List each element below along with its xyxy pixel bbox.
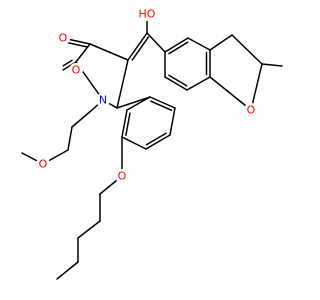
bond-a5-a6-double (125, 112, 131, 136)
bond-c2-o2-double (62, 59, 73, 67)
bond-b1-b2 (164, 37, 189, 53)
bond-c5-a1 (116, 96, 151, 109)
bond-b5-b6-double (168, 74, 188, 87)
hydroxyl-group: HO (138, 7, 156, 21)
bond-c3-c4 (89, 43, 129, 61)
hydroxyl-label: HO (139, 8, 156, 21)
bond-b4-b5 (186, 76, 211, 91)
furan-oxygen: O (244, 103, 258, 117)
bond-a6-a1 (126, 96, 151, 111)
nitrogen-label: N (99, 94, 107, 107)
ether-oxygen: O (115, 169, 129, 183)
bond-c2-o2 (62, 61, 77, 71)
bond-b1-b2-double (168, 41, 189, 55)
bond-c4-ca-double (131, 36, 150, 61)
bond-n1-n2 (71, 109, 93, 128)
bond-a2-a3 (169, 107, 176, 136)
bond-f2-me (261, 63, 283, 67)
bond-c4-ca (127, 32, 148, 61)
bond-p2-p3 (77, 220, 101, 239)
ether-oxygen-label: O (118, 170, 127, 183)
ketone-oxygen: O (56, 31, 70, 45)
bond-lines (21, 13, 283, 280)
methoxy-oxygen: O (36, 157, 50, 171)
bond-p4-p5 (56, 261, 79, 280)
bond-c3-c2 (75, 43, 91, 63)
bond-f3-f2 (231, 34, 263, 65)
bond-a3-a4-double (145, 132, 167, 146)
bond-o1-c3-double (63, 41, 88, 48)
bond-a1-a2-double (150, 100, 173, 111)
bond-c5-c4 (116, 59, 129, 109)
bond-a3-a4 (145, 134, 171, 150)
lactam-oxygen-label: O (72, 64, 81, 77)
bond-a5-a6 (121, 109, 128, 138)
ring-nitrogen: N (96, 93, 110, 107)
bond-b2-b3 (187, 37, 211, 51)
atom-labels: O O HO N O O O (36, 7, 258, 183)
bond-n2-n3 (67, 126, 73, 151)
furan-oxygen-label: O (247, 104, 256, 117)
lactam-oxygen: O (69, 63, 83, 77)
bond-a4-a5 (121, 136, 147, 150)
ketone-oxygen-label: O (59, 32, 68, 45)
bond-a1-a2 (149, 96, 176, 109)
bond-ca-b1 (146, 32, 166, 53)
bond-of-b4 (209, 76, 252, 111)
bond-b5-b6 (164, 76, 188, 91)
bond-f2-of (250, 63, 263, 111)
methoxy-oxygen-label: O (39, 158, 48, 171)
chemical-structure-diagram: O O HO N O O O (21, 7, 283, 280)
bond-b3-f3 (209, 34, 233, 51)
